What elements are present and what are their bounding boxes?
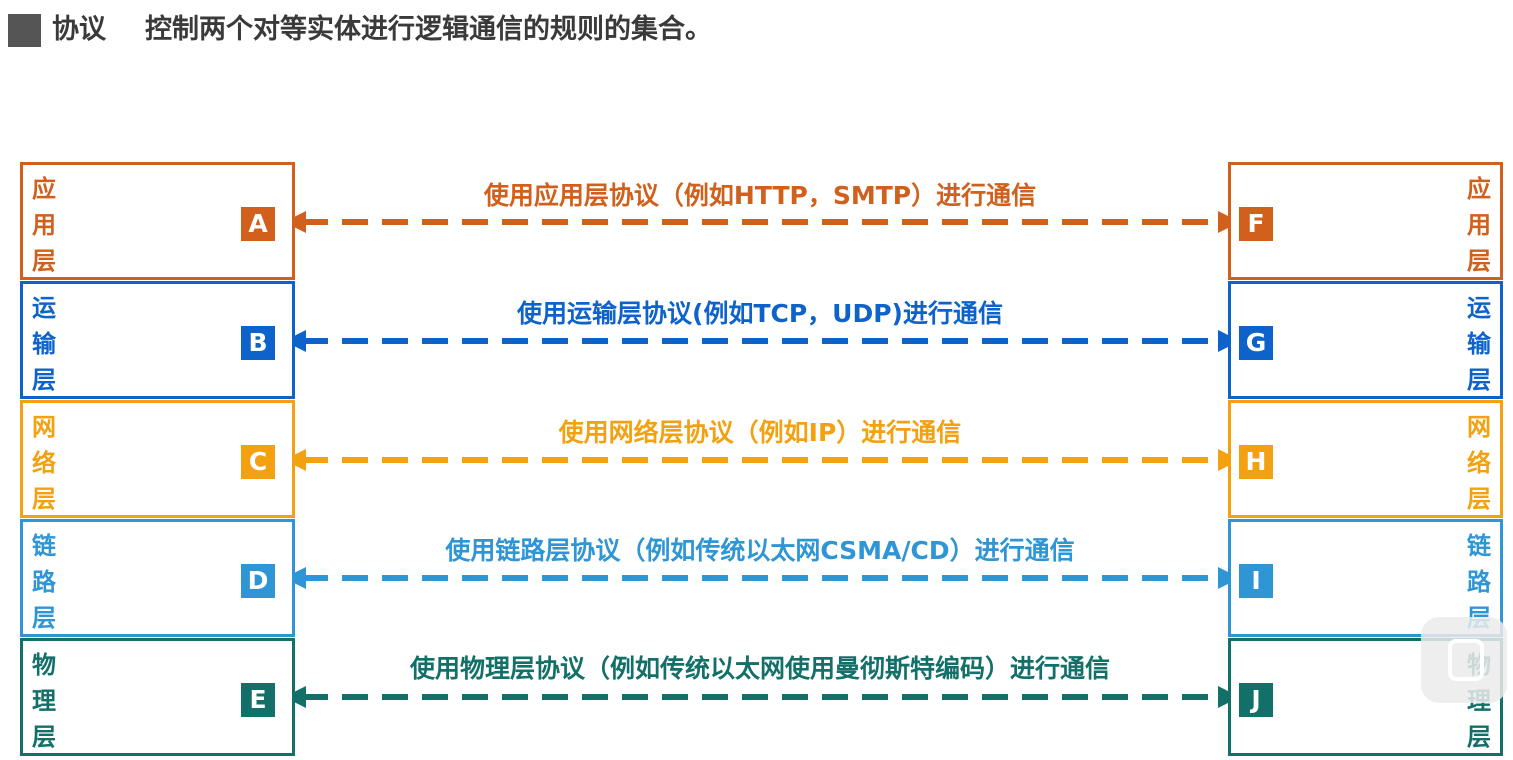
right-layer-name: 运输层 bbox=[1467, 294, 1491, 394]
play-video-icon[interactable] bbox=[1421, 617, 1507, 703]
left-layer-link: 链路层 D bbox=[20, 519, 295, 637]
left-layer-application: 应用层 A bbox=[20, 162, 295, 280]
entity-badge-i: I bbox=[1239, 564, 1273, 598]
left-layer-name: 网络层 bbox=[32, 413, 56, 513]
right-layer-name: 网络层 bbox=[1467, 413, 1491, 513]
left-layer-physical: 物理层 E bbox=[20, 638, 295, 756]
entity-badge-f: F bbox=[1239, 207, 1273, 241]
left-layer-name: 物理层 bbox=[32, 651, 56, 751]
left-layer-name: 应用层 bbox=[32, 175, 56, 275]
entity-badge-g: G bbox=[1239, 326, 1273, 360]
entity-badge-h: H bbox=[1239, 445, 1273, 479]
arrow-head-left-link bbox=[284, 567, 306, 589]
entity-badge-c: C bbox=[241, 445, 275, 479]
right-layer-application: 应用层 F bbox=[1228, 162, 1503, 280]
arrow-head-left-application bbox=[284, 211, 306, 233]
protocol-label-physical: 使用物理层协议（例如传统以太网使用曼彻斯特编码）进行通信 bbox=[409, 654, 1110, 683]
protocol-label-transport: 使用运输层协议(例如TCP，UDP)进行通信 bbox=[517, 299, 1003, 328]
protocol-label-application: 使用应用层协议（例如HTTP，SMTP）进行通信 bbox=[483, 181, 1037, 210]
left-layer-transport: 运输层 B bbox=[20, 281, 295, 399]
slide-title-definition: 控制两个对等实体进行逻辑通信的规则的集合。 bbox=[145, 14, 712, 45]
arrow-head-left-physical bbox=[284, 686, 306, 708]
title-square-icon bbox=[8, 14, 41, 47]
entity-badge-b: B bbox=[241, 326, 275, 360]
left-layer-name: 链路层 bbox=[32, 532, 56, 632]
slide-title-term: 协议 bbox=[52, 14, 106, 45]
left-layer-name: 运输层 bbox=[32, 294, 56, 394]
right-layer-transport: 运输层 G bbox=[1228, 281, 1503, 399]
arrow-head-left-transport bbox=[284, 330, 306, 352]
entity-badge-j: J bbox=[1239, 683, 1273, 717]
right-layer-name: 应用层 bbox=[1467, 175, 1491, 275]
entity-badge-e: E bbox=[241, 683, 275, 717]
arrow-head-left-network bbox=[284, 449, 306, 471]
protocol-label-link: 使用链路层协议（例如传统以太网CSMA/CD）进行通信 bbox=[445, 536, 1075, 565]
right-layer-network: 网络层 H bbox=[1228, 400, 1503, 518]
entity-badge-a: A bbox=[241, 207, 275, 241]
protocol-label-network: 使用网络层协议（例如IP）进行通信 bbox=[558, 418, 962, 447]
entity-badge-d: D bbox=[241, 564, 275, 598]
left-layer-network: 网络层 C bbox=[20, 400, 295, 518]
